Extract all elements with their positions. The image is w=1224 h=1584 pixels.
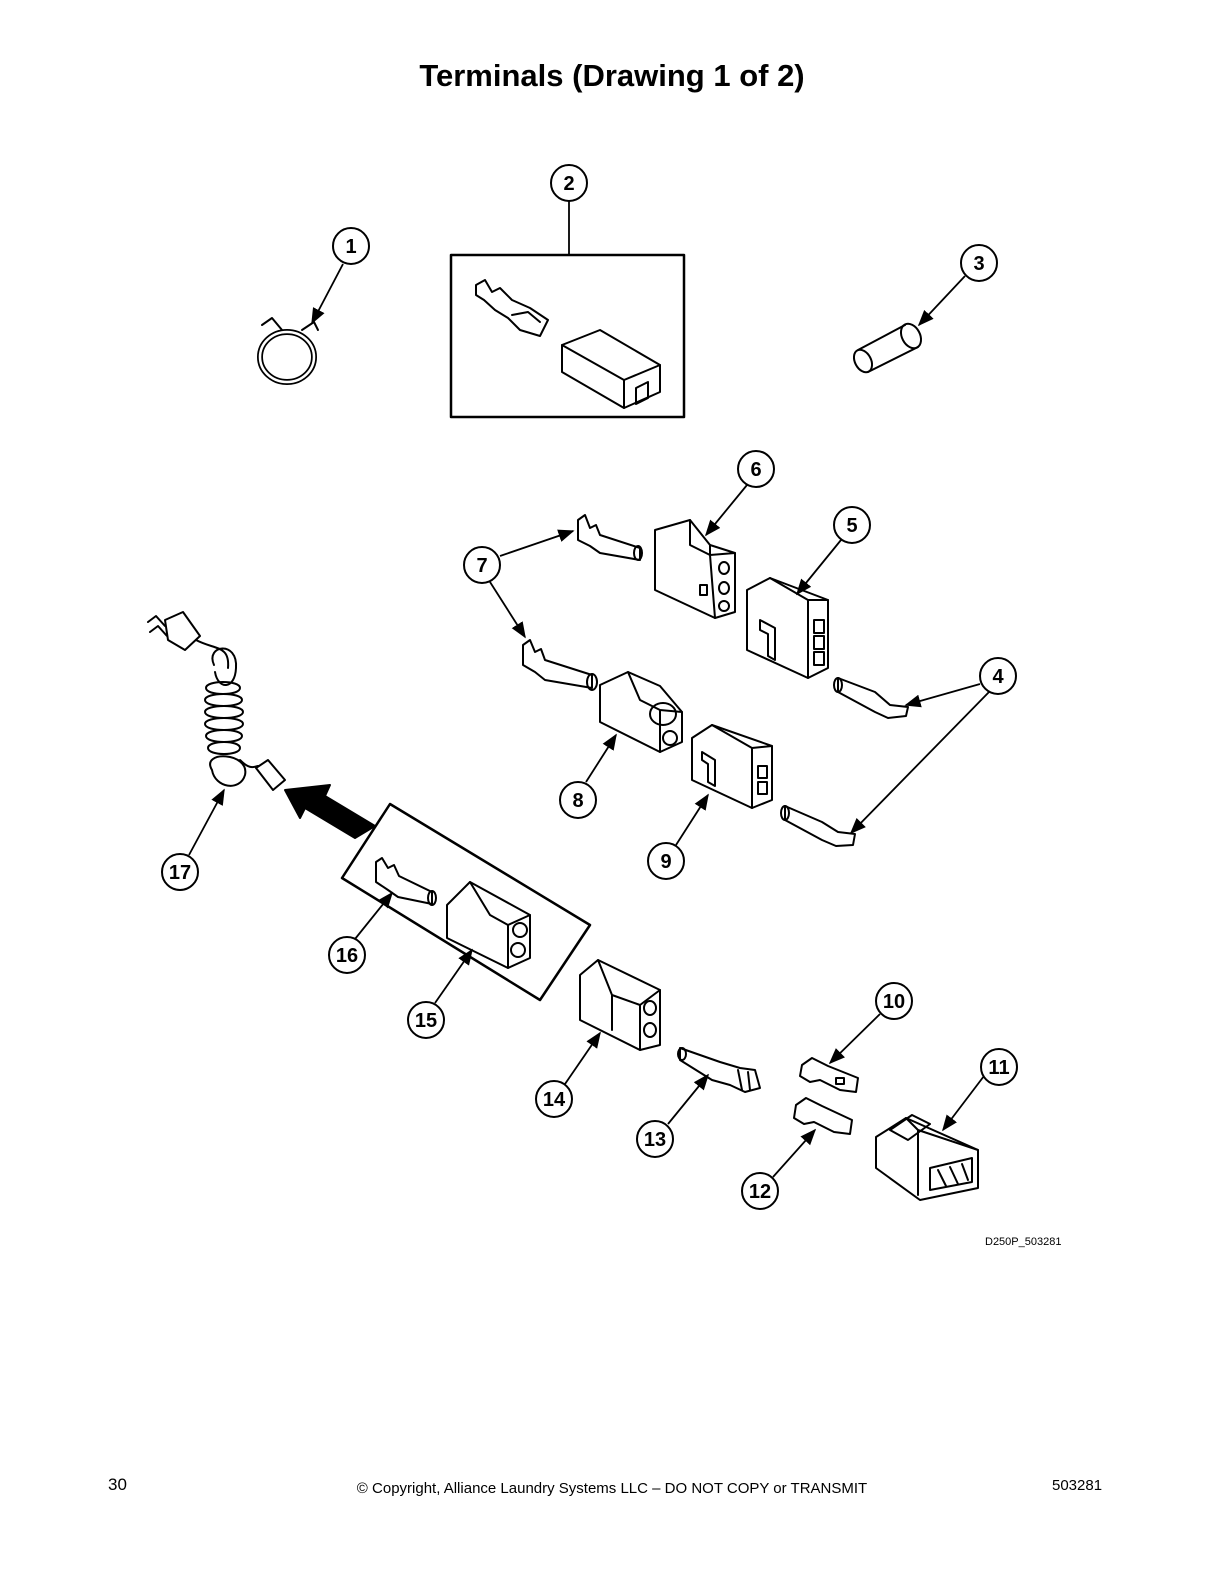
svg-text:5: 5 <box>846 515 857 537</box>
leader-4b <box>849 691 990 835</box>
leader-10 <box>828 1013 881 1065</box>
part-15-16-kit <box>340 802 592 1002</box>
callout-7: 7 <box>463 546 501 584</box>
part-10-terminal <box>799 1057 859 1093</box>
leader-12 <box>772 1128 817 1178</box>
part-4-terminal-upper <box>833 677 909 719</box>
assembly-arrow <box>284 784 376 839</box>
document-number: 503281 <box>1052 1477 1103 1494</box>
svg-text:11: 11 <box>988 1057 1009 1079</box>
leader-14 <box>564 1031 601 1085</box>
part-5-housing <box>746 577 829 679</box>
svg-text:17: 17 <box>169 862 191 884</box>
callout-11: 11 <box>980 1048 1018 1086</box>
svg-text:15: 15 <box>415 1010 437 1032</box>
part-7-pin-upper <box>577 514 643 561</box>
leader-17 <box>188 788 225 856</box>
leader-1 <box>311 263 344 325</box>
copyright-notice: © Copyright, Alliance Laundry Systems LL… <box>356 1480 868 1497</box>
callout-10: 10 <box>875 982 913 1020</box>
svg-text:6: 6 <box>750 459 761 481</box>
part-8-housing <box>599 671 683 753</box>
svg-text:7: 7 <box>476 555 487 577</box>
part-13-pin <box>677 1047 761 1093</box>
callout-2: 2 <box>550 164 588 202</box>
callout-4: 4 <box>979 657 1017 695</box>
svg-text:16: 16 <box>336 945 358 967</box>
callout-14: 14 <box>535 1080 573 1118</box>
page-number: 30 <box>108 1475 127 1494</box>
callout-9: 9 <box>647 842 685 880</box>
callout-15: 15 <box>407 1001 445 1039</box>
leader-6 <box>704 484 748 537</box>
part-12-terminal <box>793 1097 853 1135</box>
callout-17: 17 <box>161 853 199 891</box>
part-6-housing <box>654 519 736 619</box>
svg-text:8: 8 <box>572 790 583 812</box>
leader-8 <box>585 733 617 783</box>
svg-text:3: 3 <box>973 253 984 275</box>
svg-text:14: 14 <box>543 1089 566 1111</box>
part-1-clamp <box>257 317 319 385</box>
callout-16: 16 <box>328 936 366 974</box>
leader-3 <box>917 275 966 327</box>
svg-text:9: 9 <box>660 851 671 873</box>
leader-15 <box>434 948 473 1004</box>
callout-3: 3 <box>960 244 998 282</box>
part-17-power-cord <box>147 611 286 791</box>
callout-8: 8 <box>559 781 597 819</box>
callout-1: 1 <box>332 227 370 265</box>
leader-11 <box>942 1075 985 1132</box>
callout-12: 12 <box>741 1172 779 1210</box>
svg-text:10: 10 <box>883 991 905 1013</box>
callout-13: 13 <box>636 1120 674 1158</box>
svg-text:13: 13 <box>644 1129 666 1151</box>
page-title: Terminals (Drawing 1 of 2) <box>419 58 805 93</box>
callout-6: 6 <box>737 450 775 488</box>
leader-9 <box>675 793 709 846</box>
svg-text:1: 1 <box>345 236 356 258</box>
part-7-pin-lower <box>522 639 598 691</box>
leader-16 <box>354 891 394 940</box>
leader-7b <box>489 581 526 639</box>
leader-5 <box>795 539 842 596</box>
leader-13 <box>667 1073 710 1125</box>
svg-text:4: 4 <box>992 666 1004 688</box>
callout-5: 5 <box>833 506 871 544</box>
part-3-sleeve <box>852 322 923 374</box>
leader-7a <box>499 529 575 557</box>
part-11-connector <box>875 1114 979 1201</box>
leader-4a <box>904 683 981 708</box>
drawing-reference: D250P_503281 <box>985 1236 1062 1248</box>
part-4-terminal-lower <box>780 805 856 847</box>
part-9-housing <box>691 724 773 809</box>
svg-text:12: 12 <box>749 1181 771 1203</box>
svg-text:2: 2 <box>563 173 574 195</box>
part-2-kit <box>449 253 686 419</box>
part-14-housing <box>579 959 661 1051</box>
